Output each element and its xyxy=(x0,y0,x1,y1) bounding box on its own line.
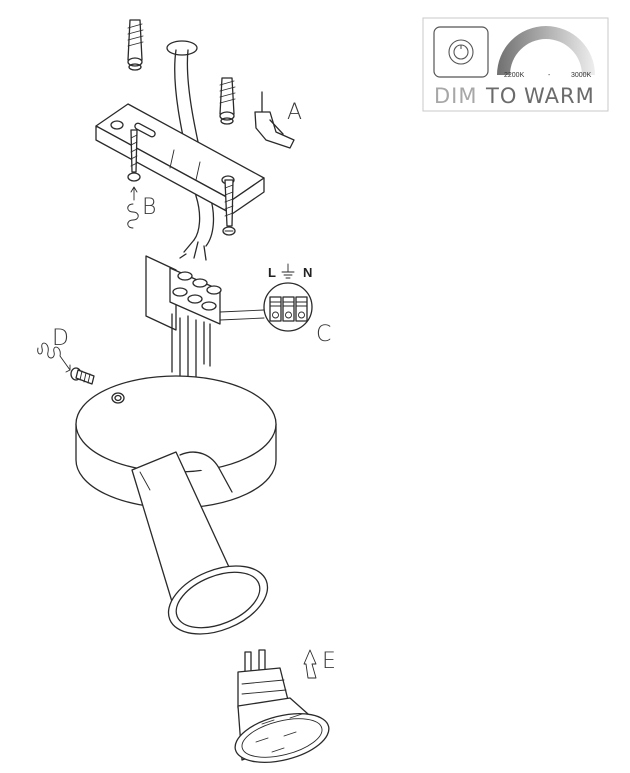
up-arrow-icon xyxy=(303,649,317,679)
rotate-arrow-icon xyxy=(37,342,71,373)
mounting-bracket xyxy=(95,103,265,215)
warmth-arc xyxy=(497,26,595,75)
dim-to-warm-badge: 2200K - 3000K DIM TO WARM xyxy=(422,17,609,112)
wall-plug-icon xyxy=(127,19,144,71)
screw-icon xyxy=(127,129,141,182)
dim-word: DIM xyxy=(434,84,477,108)
kelvin-low-label: 2200K xyxy=(504,72,525,79)
terminal-live-label: L xyxy=(268,265,276,280)
kelvin-separator: - xyxy=(548,72,551,79)
spot-head xyxy=(131,451,269,635)
terminal-neutral-label: N xyxy=(303,265,312,280)
terminal-detail: L N xyxy=(263,263,313,332)
callout-d: D xyxy=(52,326,69,351)
terminal-block xyxy=(145,255,265,381)
callout-a: A xyxy=(287,100,302,125)
screwdriver-icon xyxy=(254,91,295,149)
dimmer-knob-icon xyxy=(433,26,489,78)
earth-ground-icon xyxy=(281,263,295,279)
warm-word: WARM xyxy=(524,84,595,108)
screw-icon xyxy=(70,367,95,385)
rotate-arrow-icon xyxy=(127,186,139,229)
callout-b: B xyxy=(142,195,156,220)
callout-c: C xyxy=(316,322,331,347)
to-word: TO xyxy=(485,84,517,108)
callout-e: E xyxy=(322,649,336,674)
kelvin-high-label: 3000K xyxy=(571,72,592,79)
gu10-bulb xyxy=(234,649,330,763)
wall-plug-icon xyxy=(219,77,236,125)
screw-icon xyxy=(222,179,236,236)
